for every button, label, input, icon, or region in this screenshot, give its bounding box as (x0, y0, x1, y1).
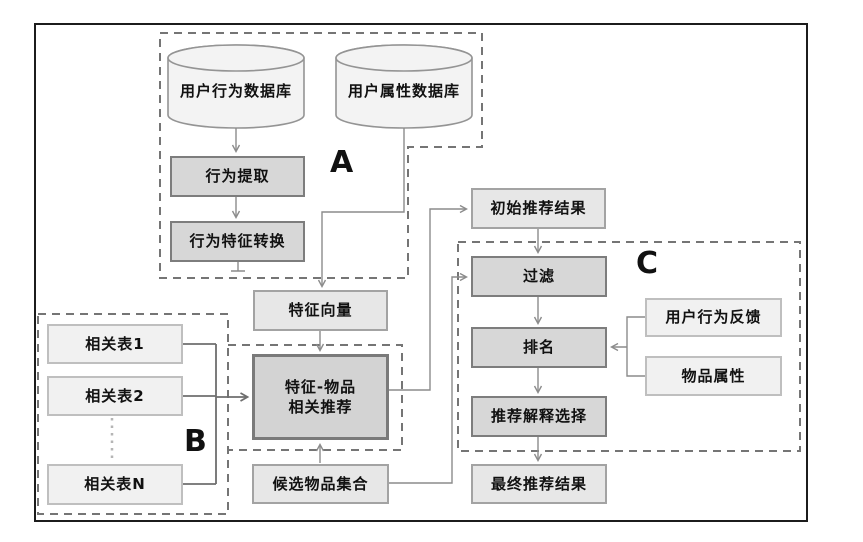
attribute-db-cylinder (335, 44, 473, 129)
group-c-label: C (636, 246, 659, 281)
node-feature-vector: 特征向量 (253, 290, 388, 331)
group-a-label: A (330, 145, 354, 180)
edge-feedback-attrs-to-ranking (612, 316, 645, 377)
edge-conversion-to-border (231, 262, 245, 272)
edge-attributedb-to-featurevector (317, 128, 405, 288)
node-initial-result: 初始推荐结果 (471, 188, 606, 229)
node-behavior-feature-conversion: 行为特征转换 (170, 221, 305, 262)
node-related-table-1: 相关表1 (47, 324, 183, 364)
behavior-db-cylinder (167, 44, 305, 129)
group-middle-outline (228, 344, 403, 451)
node-explanation-selection: 推荐解释选择 (471, 396, 607, 437)
edge-candidates-to-filter (389, 272, 468, 484)
group-b-outline (37, 313, 229, 515)
group-c-outline (457, 241, 801, 452)
edge-relatedtables-collector (183, 343, 217, 485)
edge-featureitem-to-initialresult (389, 204, 468, 391)
node-attribute-db: 用户属性数据库 (347, 81, 460, 100)
node-ranking: 排名 (471, 327, 607, 368)
node-behavior-extraction: 行为提取 (170, 156, 305, 197)
node-candidate-item-set: 候选物品集合 (252, 464, 389, 504)
node-feature-item-recommend: 特征-物品 相关推荐 (252, 354, 389, 440)
group-a-outline (159, 32, 483, 279)
node-behavior-db: 用户行为数据库 (179, 81, 292, 100)
group-b-label: B (184, 424, 207, 459)
node-item-attributes: 物品属性 (645, 356, 782, 396)
node-final-result: 最终推荐结果 (471, 464, 607, 504)
node-related-table-n: 相关表N (47, 464, 183, 505)
node-related-table-2: 相关表2 (47, 376, 183, 416)
node-filter: 过滤 (471, 256, 607, 297)
node-user-behavior-feedback: 用户行为反馈 (645, 298, 782, 337)
